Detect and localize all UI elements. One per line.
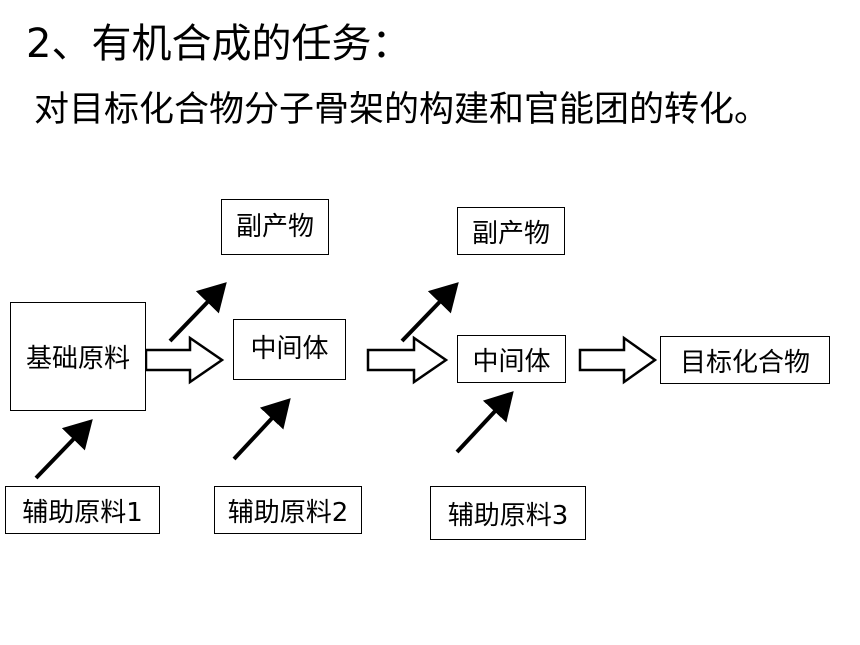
slide-title: 2、有机合成的任务： bbox=[26, 21, 412, 67]
node-auxiliary-1: 辅助原料1 bbox=[5, 486, 160, 534]
node-byproduct-2: 副产物 bbox=[457, 207, 565, 255]
arrow-from-auxiliary-3 bbox=[455, 391, 514, 454]
arrow-to-byproduct-2 bbox=[400, 282, 459, 343]
node-start-material: 基础原料 bbox=[10, 302, 146, 411]
block-arrow-1 bbox=[144, 335, 225, 385]
node-auxiliary-2: 辅助原料2 bbox=[214, 486, 362, 534]
node-byproduct-1: 副产物 bbox=[221, 199, 329, 255]
node-auxiliary-3: 辅助原料3 bbox=[430, 486, 586, 540]
block-arrow-2 bbox=[366, 335, 449, 385]
slide-subtitle: 对目标化合物分子骨架的构建和官能团的转化。 bbox=[34, 90, 770, 130]
arrow-to-byproduct-1 bbox=[168, 282, 227, 343]
arrow-from-auxiliary-1 bbox=[34, 419, 93, 480]
block-arrow-3 bbox=[578, 335, 658, 385]
node-intermediate-1: 中间体 bbox=[233, 319, 346, 380]
node-intermediate-2: 中间体 bbox=[457, 335, 566, 383]
node-target-compound: 目标化合物 bbox=[660, 336, 830, 384]
arrow-from-auxiliary-2 bbox=[232, 398, 291, 461]
